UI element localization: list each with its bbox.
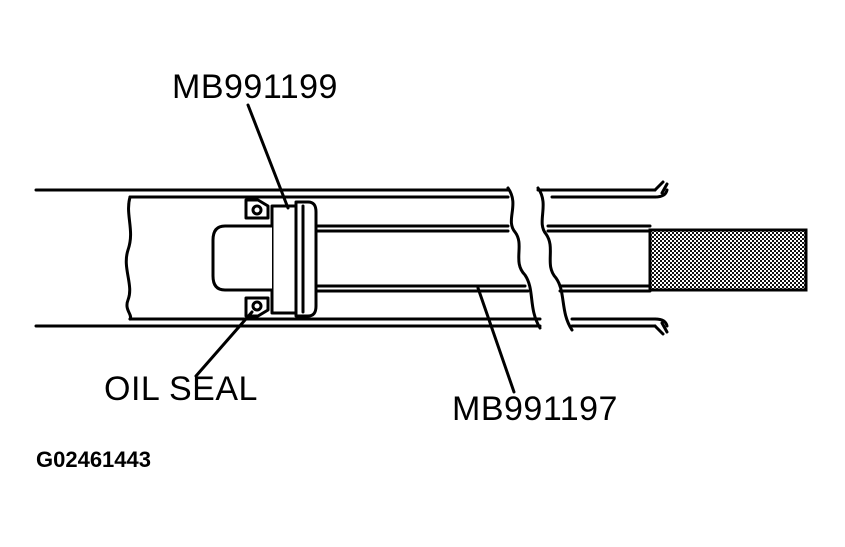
outer-tube-left [34,186,542,330]
label-mb991199: MB991199 [172,68,338,106]
tool-mb991197-rod [310,224,652,293]
label-mb991197: MB991197 [452,390,618,428]
oil-seal [244,198,270,318]
leader-tool-b [476,286,516,394]
leader-oil-seal [194,310,254,378]
label-oil-seal: OIL SEAL [104,370,258,408]
figure-id: G02461443 [36,447,151,472]
knurled-handle [648,228,808,292]
tool-mb991199 [211,200,318,318]
outer-tube-right [536,180,669,336]
leader-tool-a [246,103,290,210]
